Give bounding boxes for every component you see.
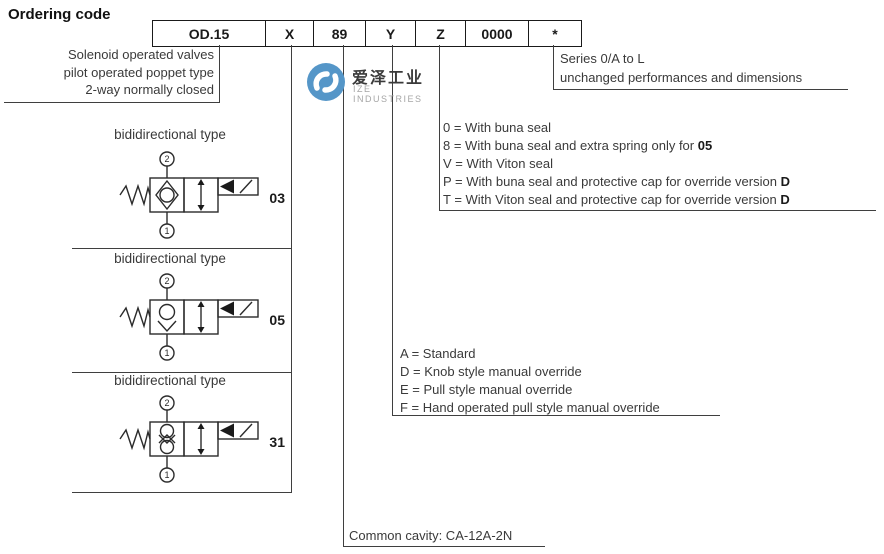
- page-title: Ordering code: [8, 6, 111, 23]
- ize-logo-icon: [307, 63, 345, 101]
- solenoid-icon: [220, 423, 234, 438]
- model-description: Solenoid operated valves pilot operated …: [30, 46, 214, 99]
- override-option: A = Standard: [400, 346, 476, 361]
- leader-seal-vertical: [439, 45, 440, 210]
- code-cell-seal: Z: [416, 21, 466, 46]
- solenoid-icon: [220, 179, 234, 194]
- cavity-underline: [343, 546, 545, 547]
- port-label-2: 2: [164, 276, 169, 286]
- override-options-list: A = Standard D = Knob style manual overr…: [400, 345, 660, 417]
- ordering-code-box: OD.15 X 89 Y Z 0000 *: [152, 20, 582, 47]
- spring-icon: [119, 183, 151, 207]
- leader-model-underline: [4, 102, 220, 103]
- code-cell-type: X: [266, 21, 314, 46]
- section-code-03: 03: [269, 190, 285, 206]
- solenoid-icon: [220, 301, 234, 316]
- section-code-05: 05: [269, 312, 285, 328]
- code-cell-override: Y: [366, 21, 416, 46]
- series-note-line: Series 0/A to L: [560, 51, 645, 66]
- leader-type-vertical: [291, 45, 292, 492]
- series-note: Series 0/A to L unchanged performances a…: [560, 49, 802, 87]
- seal-option: 8 = With buna seal and extra spring only…: [443, 138, 713, 153]
- section-divider-3: [72, 492, 292, 493]
- spring-icon: [119, 305, 151, 329]
- seal-underline: [439, 210, 876, 211]
- leader-override-vertical: [392, 45, 393, 415]
- poppet-icon: [159, 439, 175, 455]
- section-label-05: bididirectional type: [114, 251, 226, 266]
- section-divider-1: [72, 248, 292, 249]
- section-label-31: bididirectional type: [114, 373, 226, 388]
- seal-option: V = With Viton seal: [443, 156, 553, 171]
- valve-symbol-05: 2 1: [119, 273, 259, 361]
- override-underline: [392, 415, 720, 416]
- override-option: D = Knob style manual override: [400, 364, 582, 379]
- port-label-1: 1: [164, 470, 169, 480]
- code-cell-series: *: [552, 25, 558, 42]
- valve-symbol-31: 2 1: [119, 395, 259, 483]
- seal-option: P = With buna seal and protective cap fo…: [443, 174, 790, 189]
- seal-option: T = With Viton seal and protective cap f…: [443, 192, 790, 207]
- port-label-1: 1: [164, 226, 169, 236]
- ize-logo: 爱泽工业 IZE INDUSTRIES: [306, 62, 436, 104]
- spring-icon: [119, 427, 151, 451]
- code-cell-model: OD.15: [153, 21, 266, 46]
- section-divider-2: [72, 372, 292, 373]
- leader-cavity-vertical: [343, 45, 344, 546]
- series-note-line: unchanged performances and dimensions: [560, 70, 803, 85]
- override-option: E = Pull style manual override: [400, 382, 573, 397]
- cavity-note: Common cavity: CA-12A-2N: [349, 528, 513, 543]
- model-description-line: Solenoid operated valves: [68, 47, 214, 62]
- poppet-icon: [159, 423, 175, 439]
- ize-logo-cn-text: 爱泽工业: [352, 70, 425, 87]
- port-label-1: 1: [164, 348, 169, 358]
- seal-options-list: 0 = With buna seal 8 = With buna seal an…: [443, 119, 790, 209]
- model-description-line: pilot operated poppet type: [63, 64, 214, 80]
- port-label-2: 2: [164, 154, 169, 164]
- override-option: F = Hand operated pull style manual over…: [400, 400, 660, 415]
- code-cell-cavity: 89: [314, 21, 366, 46]
- seal-option: 0 = With buna seal: [443, 120, 552, 135]
- check-valve-icon: [155, 179, 179, 211]
- port-label-2: 2: [164, 398, 169, 408]
- section-code-31: 31: [269, 434, 285, 450]
- model-description-line: 2-way normally closed: [85, 82, 214, 97]
- ize-logo-en-text: IZE INDUSTRIES: [353, 84, 423, 104]
- section-label-03: bididirectional type: [114, 127, 226, 142]
- valve-symbol-03: 2 1: [119, 151, 259, 239]
- code-cell-voltage: 0000: [466, 21, 529, 46]
- leader-series-vertical: [553, 45, 554, 89]
- leader-model-vertical: [219, 45, 220, 102]
- poppet-icon: [158, 303, 176, 321]
- series-underline: [553, 89, 848, 90]
